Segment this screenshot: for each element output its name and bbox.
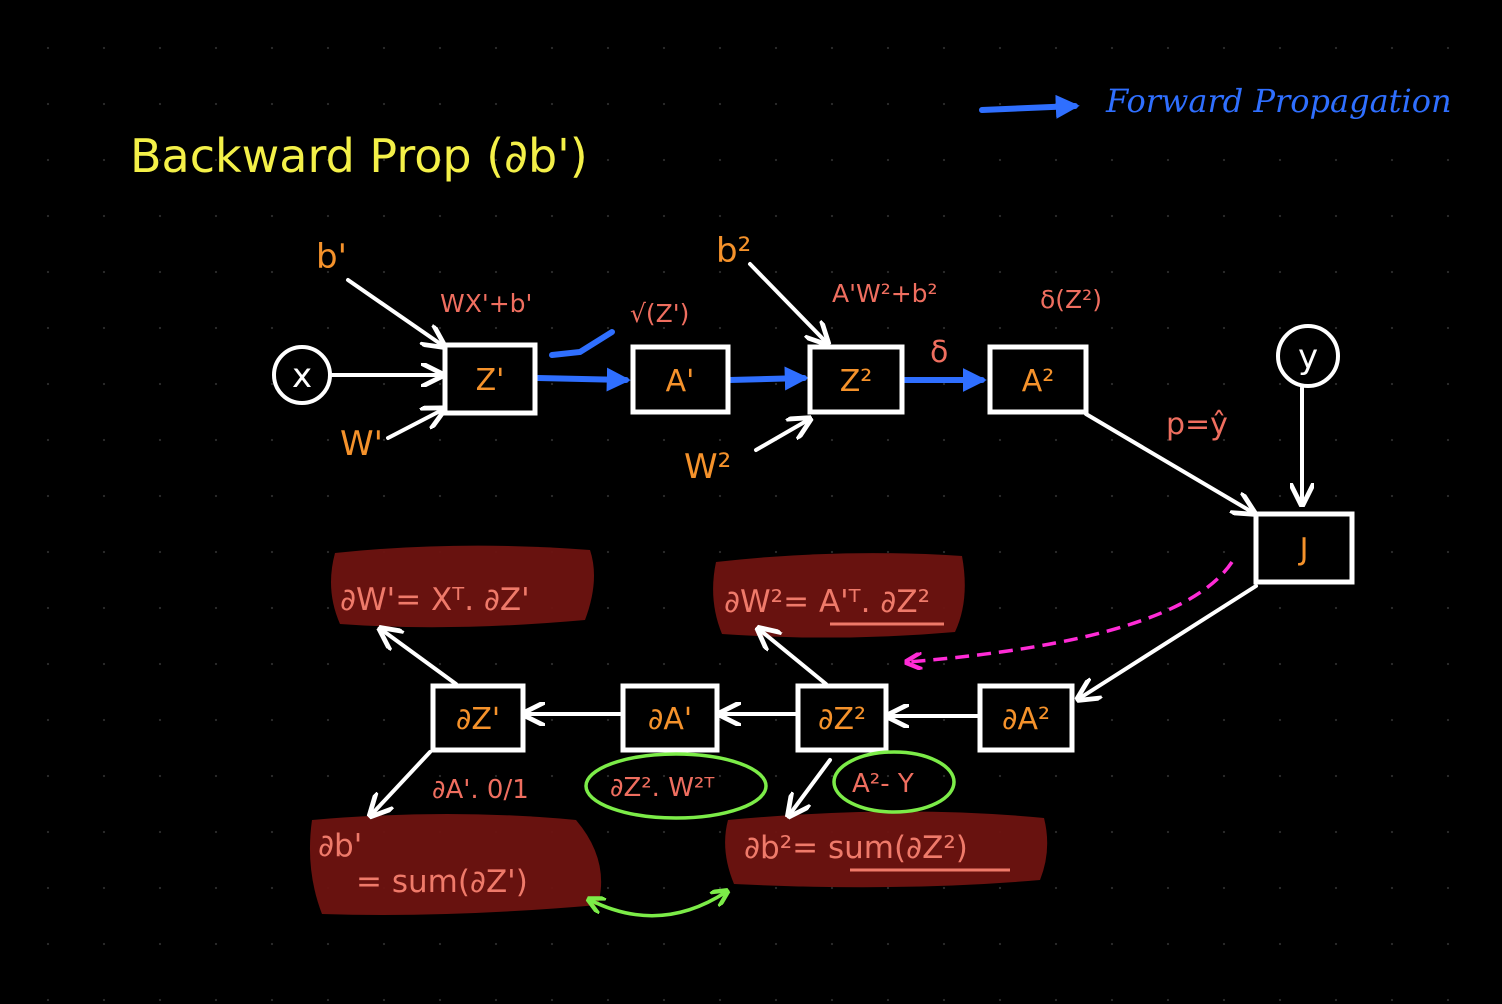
da2-label: ∂A² xyxy=(1002,702,1050,737)
db1-formula-line2: = sum(∂Z') xyxy=(356,864,528,900)
relu-sketch xyxy=(549,329,615,358)
legend-arrow xyxy=(979,94,1080,119)
z1-label: Z' xyxy=(476,363,505,398)
dz2-node xyxy=(795,683,889,753)
green-circle-dz2w2 xyxy=(584,752,768,820)
a2-node xyxy=(987,344,1089,415)
highlight-db1 xyxy=(309,814,602,915)
dz2-to-db2-arrow xyxy=(790,758,832,814)
sigma-symbol: δ xyxy=(930,335,948,370)
z1-node xyxy=(442,342,538,416)
backprop-dashed-arrow xyxy=(908,561,1234,662)
db-link-arrow xyxy=(590,892,726,918)
dz1-to-dw1-arrow xyxy=(382,630,458,686)
a2-label: A² xyxy=(1022,364,1055,399)
legend: Forward Propagation xyxy=(979,82,1452,120)
x-input-label: x xyxy=(292,356,312,396)
dz1-node xyxy=(430,683,526,753)
highlight-dw2 xyxy=(713,553,965,638)
highlight-db2 xyxy=(725,811,1048,888)
b1-to-z1-arrow xyxy=(346,278,442,345)
highlight-dw1 xyxy=(331,545,594,628)
formula-z2: A'W²+b² xyxy=(832,279,938,308)
da2-node xyxy=(977,683,1075,753)
db2-formula: ∂b²= sum(∂Z²) xyxy=(744,830,968,866)
green-circle-a2y xyxy=(832,750,956,814)
w2-label: W² xyxy=(684,447,731,487)
da1-to-dz1-note: ∂A'. 0/1 xyxy=(432,775,529,805)
da1-label: ∂A' xyxy=(648,702,692,737)
page-title: Backward Prop (∂b') xyxy=(130,129,588,183)
b2-to-z2-arrow xyxy=(748,262,826,342)
dw1-formula: ∂W'= Xᵀ. ∂Z' xyxy=(340,582,530,618)
da1-node xyxy=(620,683,720,753)
j-node xyxy=(1253,511,1355,585)
formula-a1: √(Z') xyxy=(630,299,689,328)
a1-label: A' xyxy=(666,364,695,399)
legend-label: Forward Propagation xyxy=(1105,82,1452,120)
a2-to-j-arrow xyxy=(1084,412,1252,512)
w1-label: W' xyxy=(340,424,383,464)
db1-formula-line1: ∂b' xyxy=(318,828,362,864)
dz1-to-db1-arrow xyxy=(372,750,432,814)
formula-a2: δ(Z²) xyxy=(1040,285,1102,314)
formula-z1: WX'+b' xyxy=(440,289,532,318)
da2-to-dz2-note: A²- Y xyxy=(852,769,914,799)
z2-label: Z² xyxy=(840,364,873,399)
dw2-formula: ∂W²= A'ᵀ. ∂Z² xyxy=(724,584,930,620)
p-label: p=ŷ xyxy=(1166,407,1228,442)
y-input-circle xyxy=(1276,324,1340,388)
dz1-label: ∂Z' xyxy=(456,702,500,737)
z1-to-a1-arrow xyxy=(535,367,631,392)
j-label: J xyxy=(1298,532,1309,567)
z2-node xyxy=(807,344,905,415)
dz2-to-da1-note: ∂Z². W²ᵀ xyxy=(610,773,715,803)
a1-node xyxy=(630,344,731,415)
dz2-to-dw2-arrow xyxy=(760,630,828,686)
b2-label: b² xyxy=(716,231,751,271)
w1-to-z1-arrow xyxy=(386,410,442,440)
a1-to-z2-arrow xyxy=(727,366,809,391)
highlight-blobs xyxy=(309,545,1048,915)
j-to-da2-arrow xyxy=(1080,584,1258,698)
y-input-label: y xyxy=(1298,337,1318,377)
b1-label: b' xyxy=(316,237,347,277)
w2-to-z2-arrow xyxy=(754,420,808,452)
dz2-label: ∂Z² xyxy=(818,702,866,737)
